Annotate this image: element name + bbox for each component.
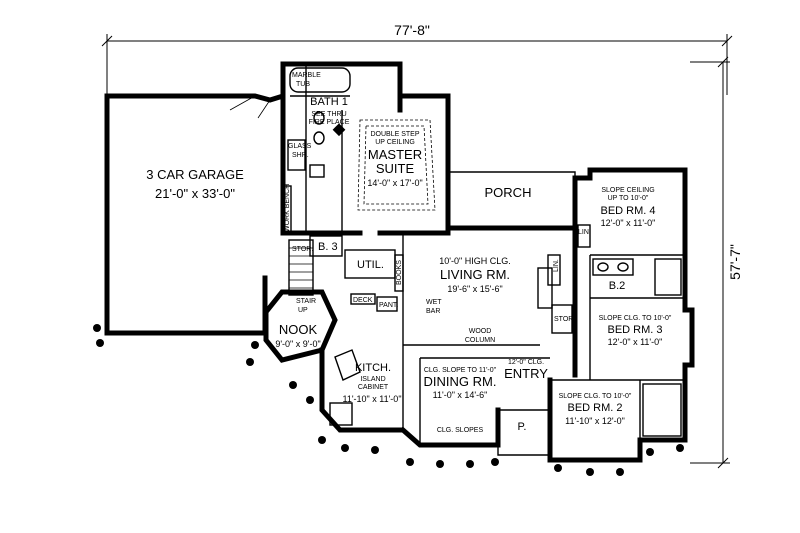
kitchen-name: KITCH. xyxy=(355,362,391,374)
landscaping xyxy=(93,324,684,476)
dining-room-size: 11'-0" x 14'-6" xyxy=(433,390,488,400)
utility-area: B. 3 UTIL. BOOKS DECK PANT. xyxy=(309,235,404,312)
bed-4-note: SLOPE CEILING xyxy=(601,187,654,194)
bath-2-name: B.2 xyxy=(609,280,626,292)
marble-tub-label: MARBLE xyxy=(292,72,321,79)
glass-shower-label-2: SHR. xyxy=(292,152,309,159)
living-ceiling-note: 10'-0" HIGH CLG. xyxy=(439,256,510,266)
width-dimension: 77'-8" xyxy=(101,22,733,95)
kitchen-note-2: CABINET xyxy=(358,384,389,391)
front-porch-name: P. xyxy=(518,421,527,433)
dining-slope-note: CLG. SLOPES xyxy=(437,427,484,434)
bed-3-note: SLOPE CLG. TO 10'-0" xyxy=(599,315,672,322)
living-room-name: LIVING RM. xyxy=(440,267,510,282)
entry-ceiling-note: 12'-0" CLG. xyxy=(508,359,544,366)
garage-name: 3 CAR GARAGE xyxy=(146,167,244,182)
storage-label-2: STOR. xyxy=(292,246,313,253)
rear-porch: PORCH xyxy=(448,171,576,228)
stair-label: STAIR xyxy=(296,298,316,305)
bed-4-size: 12'-0" x 11'-0" xyxy=(601,218,656,228)
bath-1-name: BATH 1 xyxy=(310,96,348,108)
hall-closets: LIN. STOR. xyxy=(537,252,578,378)
nook-name: NOOK xyxy=(279,322,318,337)
marble-tub-label-2: TUB xyxy=(296,81,310,88)
master-ceiling-note-2: UP CEILING xyxy=(375,139,415,146)
util-name: UTIL. xyxy=(357,259,384,271)
depth-dimension-label: 57'-7" xyxy=(727,244,743,280)
bed-4-note-2: UP TO 10'-0" xyxy=(608,195,649,202)
stairs: STOR. STAIR UP xyxy=(288,239,316,314)
front-porch: P. xyxy=(497,410,550,456)
bed-2-note: SLOPE CLG. TO 10'-0" xyxy=(559,393,632,400)
books-label: BOOKS xyxy=(396,260,403,285)
fireplace xyxy=(537,267,553,309)
entry-name: ENTRY xyxy=(504,366,548,381)
garage-size: 21'-0" x 33'-0" xyxy=(155,186,235,201)
bed-2-name: BED RM. 2 xyxy=(567,402,622,414)
nook-size: 9'-0" x 9'-0" xyxy=(275,339,320,349)
storage-label: STOR. xyxy=(554,316,575,323)
dining-room-name: DINING RM. xyxy=(424,374,497,389)
kitchen: KITCH. ISLAND CABINET 11'-10" x 11'-0" xyxy=(319,345,404,433)
depth-dimension: 57'-7" xyxy=(690,56,743,469)
master-suite: DOUBLE STEP UP CEILING MASTER SUITE 14'-… xyxy=(339,61,451,236)
living-room: 10'-0" HIGH CLG. LIVING RM. 19'-6" x 15'… xyxy=(402,225,578,346)
wood-column-label-2: COLUMN xyxy=(465,337,495,344)
linen-label: LIN. xyxy=(578,229,591,236)
master-suite-size: 14'-0" x 17'-0" xyxy=(367,178,422,188)
pantry-label: PANT. xyxy=(379,302,398,309)
bed-2-size: 11'-10" x 12'-0" xyxy=(565,416,625,426)
master-ceiling-note: DOUBLE STEP xyxy=(370,131,419,138)
bedroom-3: SLOPE CLG. TO 10'-0" BED RM. 3 12'-0" x … xyxy=(589,255,695,383)
bath-1: MARBLE TUB BATH 1 SEE THRU FIRE PLACE GL… xyxy=(280,61,403,236)
wet-bar-label: WET xyxy=(426,299,442,306)
dining-room: CLG. SLOPE TO 11'-0" DINING RM. 11'-0" x… xyxy=(399,357,501,448)
stair-label-2: UP xyxy=(298,307,308,314)
master-suite-name-2: SUITE xyxy=(376,161,415,176)
bath-3-name: B. 3 xyxy=(318,241,338,253)
kitchen-size: 11'-10" x 11'-0" xyxy=(342,394,401,404)
deck-label: DECK xyxy=(353,297,373,304)
nook: NOOK 9'-0" x 9'-0" xyxy=(262,289,338,363)
kitchen-note: ISLAND xyxy=(360,376,385,383)
living-room-size: 19'-6" x 15'-6" xyxy=(447,284,502,294)
porch-name: PORCH xyxy=(485,185,532,200)
bath-1-note: SEE THRU xyxy=(311,111,346,118)
work-bench-label: WORK BENCH xyxy=(284,184,291,232)
width-dimension-label: 77'-8" xyxy=(394,22,430,38)
bedroom-2: SLOPE CLG. TO 10'-0" BED RM. 2 11'-10" x… xyxy=(547,377,688,463)
bath-2: B.2 xyxy=(590,252,688,301)
glass-shower-label: GLASS xyxy=(288,143,312,150)
bed-3-size: 12'-0" x 11'-0" xyxy=(608,337,663,347)
bed-3-name: BED RM. 3 xyxy=(607,324,662,336)
bed-4-name: BED RM. 4 xyxy=(600,205,655,217)
linen-label-2: LIN. xyxy=(553,259,560,272)
bedroom-4: LIN. SLOPE CEILING UP TO 10'-0" BED RM. … xyxy=(572,167,688,258)
wood-column-label: WOOD xyxy=(469,328,492,335)
dining-ceiling-note: CLG. SLOPE TO 11'-0" xyxy=(424,367,497,374)
bath-1-note-2: FIRE PLACE xyxy=(309,119,350,126)
master-suite-name: MASTER xyxy=(368,147,422,162)
wet-bar-label-2: BAR xyxy=(426,308,440,315)
entry: 12'-0" CLG. ENTRY xyxy=(498,357,550,411)
